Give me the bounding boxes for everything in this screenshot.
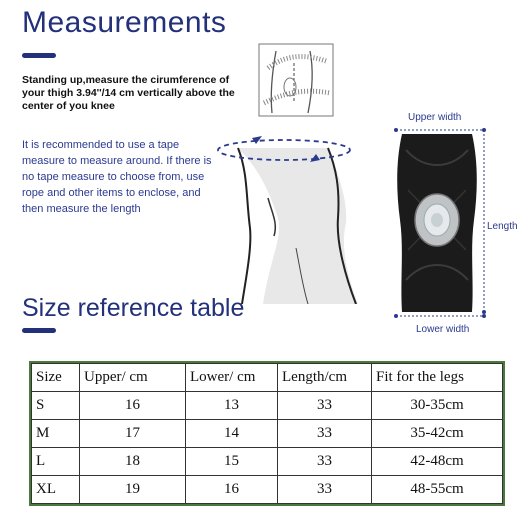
knee-brace-image [397,134,477,312]
size-cell: S [31,391,80,420]
size-table-frame: Size Upper/ cm Lower/ cm Length/cm Fit f… [29,361,505,506]
fit-cell: 48-55cm [371,475,503,504]
fit-cell: 30-35cm [371,391,503,420]
table-row: S 16 13 33 30-35cm [31,391,503,420]
size-table-title: Size reference table [22,294,245,322]
length-cell: 33 [277,447,372,476]
upper-cell: 19 [79,475,186,504]
lower-cell: 13 [185,391,278,420]
upper-cell: 16 [79,391,186,420]
thigh-tape-illustration [258,43,334,117]
lower-cell: 16 [185,475,278,504]
header-upper: Upper/ cm [79,363,186,392]
length-cell: 33 [277,419,372,448]
upper-width-label: Upper width [408,112,462,123]
size-table: Size Upper/ cm Lower/ cm Length/cm Fit f… [31,363,503,504]
title-underline [22,53,56,58]
size-title-underline [22,328,56,333]
size-cell: XL [31,475,80,504]
page-title: Measurements [22,6,227,39]
size-cell: L [31,447,80,476]
upper-cell: 17 [79,419,186,448]
fit-cell: 35-42cm [371,419,503,448]
lower-cell: 14 [185,419,278,448]
table-header-row: Size Upper/ cm Lower/ cm Length/cm Fit f… [31,363,503,392]
header-fit: Fit for the legs [371,363,503,392]
size-cell: M [31,419,80,448]
length-cell: 33 [277,475,372,504]
table-row: L 18 15 33 42-48cm [31,447,503,476]
length-cell: 33 [277,391,372,420]
upper-cell: 18 [79,447,186,476]
table-row: M 17 14 33 35-42cm [31,419,503,448]
thigh-instruction: Standing up,measure the cirumference of … [22,74,235,112]
lower-cell: 15 [185,447,278,476]
fit-cell: 42-48cm [371,447,503,476]
header-size: Size [31,363,80,392]
length-label: Length [487,221,518,232]
lower-width-label: Lower width [416,324,470,335]
table-row: XL 19 16 33 48-55cm [31,475,503,504]
header-lower: Lower/ cm [185,363,278,392]
knee-measure-illustration [217,136,358,304]
header-length: Length/cm [277,363,372,392]
tape-instruction: It is recommended to use a tape measure … [22,139,212,215]
